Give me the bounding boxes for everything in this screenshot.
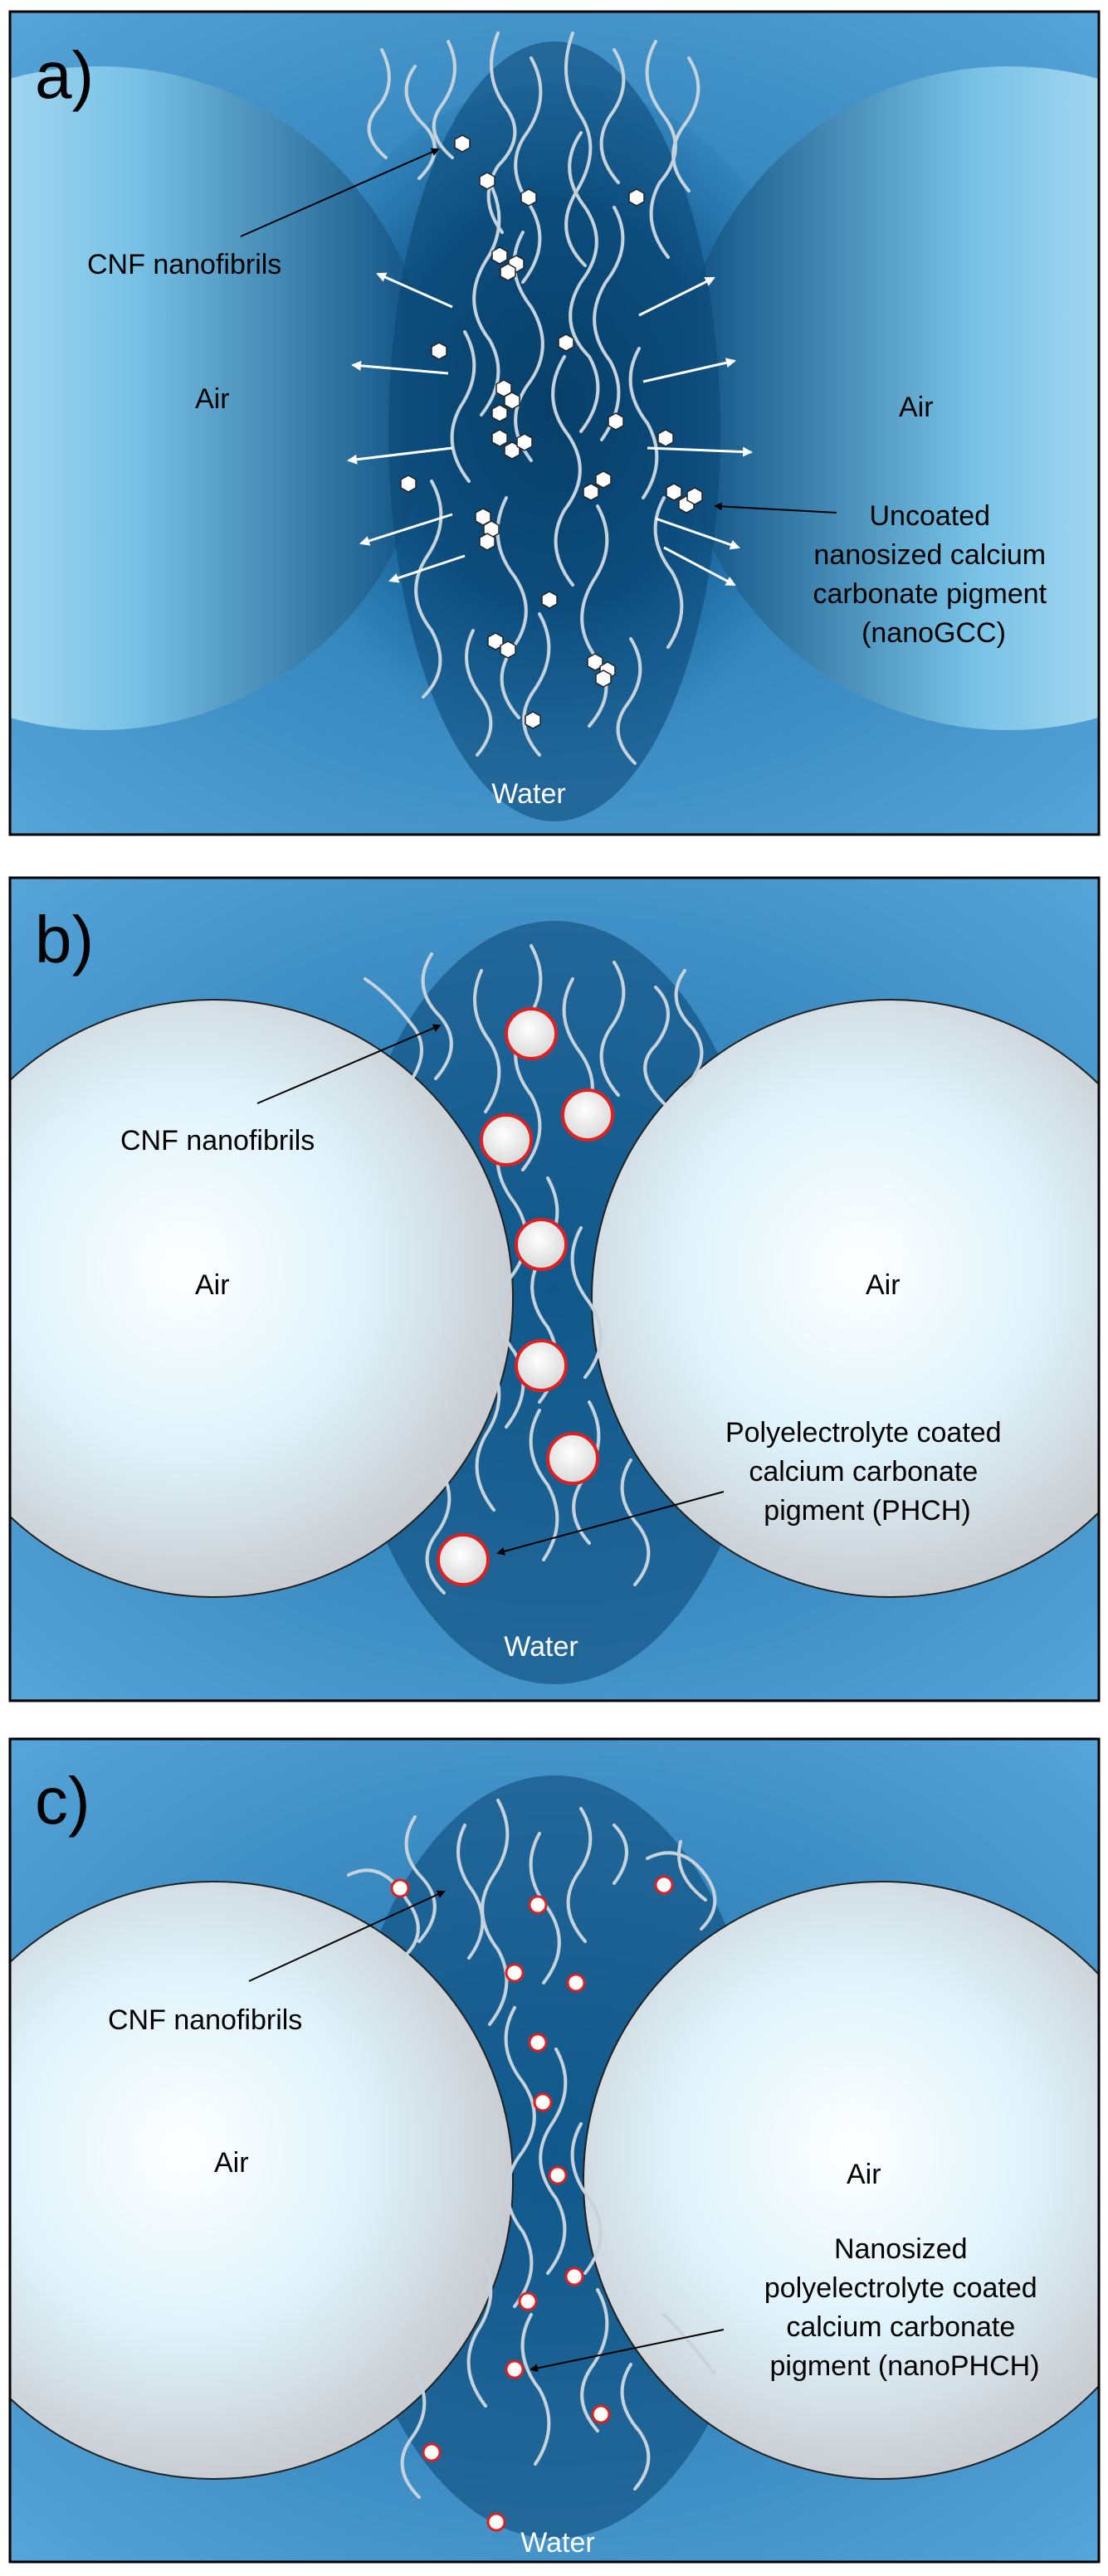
panel-a: a) CNF nanofibrils Air Air Water Uncoate… — [8, 10, 1101, 836]
pigment-hexagon — [595, 470, 612, 489]
pigment-hexagon — [491, 429, 508, 447]
panel-letter-a: a) — [35, 38, 94, 112]
pigment-coated — [515, 1339, 568, 1392]
panel-letter-b: b) — [35, 903, 94, 976]
pigment-callout-line — [714, 502, 837, 514]
pigment-coated-nano — [591, 2404, 611, 2424]
pigment-hexagon — [479, 172, 495, 190]
pigment-hexagon — [520, 188, 537, 207]
label-fibrils-c: CNF nanofibrils — [108, 2004, 302, 2036]
pigment-hexagon — [608, 412, 624, 431]
phch-pigments — [437, 1007, 614, 1586]
pigment-hexagon — [558, 334, 574, 352]
label-water-b: Water — [504, 1631, 578, 1663]
label-air-right-c: Air — [847, 2159, 881, 2190]
label-pigment-a: Uncoated nanosized calcium carbonate pig… — [813, 500, 1054, 649]
pigment-hexagon — [504, 441, 520, 460]
pigment-coated-nano — [390, 1878, 410, 1898]
fibrils-c — [347, 1799, 717, 2499]
pigment-hexagon — [657, 429, 674, 447]
pigment-coated-nano — [566, 1973, 586, 1993]
fibril-callout-line — [256, 1024, 442, 1104]
pigment-callout-line — [496, 1491, 725, 1556]
pigment-hexagon — [686, 487, 703, 505]
pigment-coated-nano — [533, 2092, 553, 2112]
pigment-hexagon — [500, 263, 516, 281]
pigment-coated — [515, 1218, 568, 1271]
fibril-callout-line — [240, 148, 440, 237]
pigment-coated-nano — [528, 2033, 548, 2053]
expansion-arrows — [347, 272, 753, 587]
label-fibrils-a: CNF nanofibrils — [87, 249, 281, 280]
air-bubble-left — [10, 66, 432, 730]
nanogcc-pigments — [400, 134, 703, 729]
label-air-left-b: Air — [195, 1269, 230, 1301]
air-bubble-left — [10, 999, 514, 1598]
pigment-hexagon — [666, 483, 682, 501]
pigment-hexagon — [541, 591, 558, 609]
pigment-hexagon — [491, 246, 508, 265]
pigment-hexagon — [454, 134, 471, 153]
pigment-coated — [561, 1088, 614, 1142]
pigment-callout-line — [530, 2329, 725, 2373]
pigment-coated-nano — [654, 1875, 674, 1895]
pigment-coated-nano — [505, 2359, 525, 2379]
pigment-hexagon — [400, 475, 417, 493]
label-water-a: Water — [491, 778, 565, 810]
pigment-coated — [480, 1113, 533, 1166]
label-air-left-a: Air — [195, 383, 230, 415]
pigment-hexagon — [504, 392, 520, 410]
pigment-hexagon — [628, 188, 645, 207]
pigment-coated-nano — [548, 2165, 568, 2185]
pigment-hexagon — [595, 670, 612, 688]
fibril-callout-line — [248, 1890, 446, 1982]
air-bubble-right — [676, 66, 1099, 730]
label-pigment-c: Nanosized polyelectrolyte coated calcium… — [764, 2233, 1045, 2382]
pigment-hexagon — [431, 342, 447, 360]
air-bubble-right — [591, 999, 1099, 1598]
pigment-hexagon — [500, 640, 516, 659]
label-air-right-b: Air — [866, 1269, 901, 1301]
pigment-coated-nano — [528, 1895, 548, 1915]
pigment-coated-nano — [505, 1963, 525, 1983]
panel-b: b) CNF nanofibrils Air Air Water Polyele… — [8, 876, 1101, 1702]
pigment-hexagon — [479, 533, 495, 551]
pigment-coated — [546, 1432, 599, 1485]
label-air-left-c: Air — [214, 2147, 249, 2179]
nanophch-pigments — [390, 1875, 674, 2532]
pigment-coated-nano — [518, 2291, 538, 2311]
pigment-hexagon — [516, 433, 533, 451]
pigment-hexagon — [525, 711, 541, 729]
label-air-right-a: Air — [899, 392, 934, 423]
pigment-hexagon — [583, 483, 599, 501]
pigment-hexagon — [491, 404, 508, 422]
panel-c: c) CNF nanofibrils Air Air Water Nanosiz… — [8, 1737, 1101, 2564]
air-bubble-right — [583, 1881, 1099, 2480]
label-pigment-b: Polyelectrolyte coated calcium carbonate… — [725, 1417, 1009, 1527]
pigment-coated-nano — [564, 2267, 584, 2286]
panel-letter-c: c) — [35, 1764, 90, 1838]
pigment-coated — [505, 1007, 558, 1060]
air-bubble-left — [10, 1881, 514, 2480]
fibrils-a — [367, 32, 700, 765]
label-water-c: Water — [520, 2527, 594, 2559]
pigment-coated-nano — [486, 2512, 506, 2532]
label-fibrils-b: CNF nanofibrils — [120, 1125, 315, 1157]
pigment-coated-nano — [422, 2442, 442, 2462]
pigment-coated — [437, 1533, 490, 1586]
